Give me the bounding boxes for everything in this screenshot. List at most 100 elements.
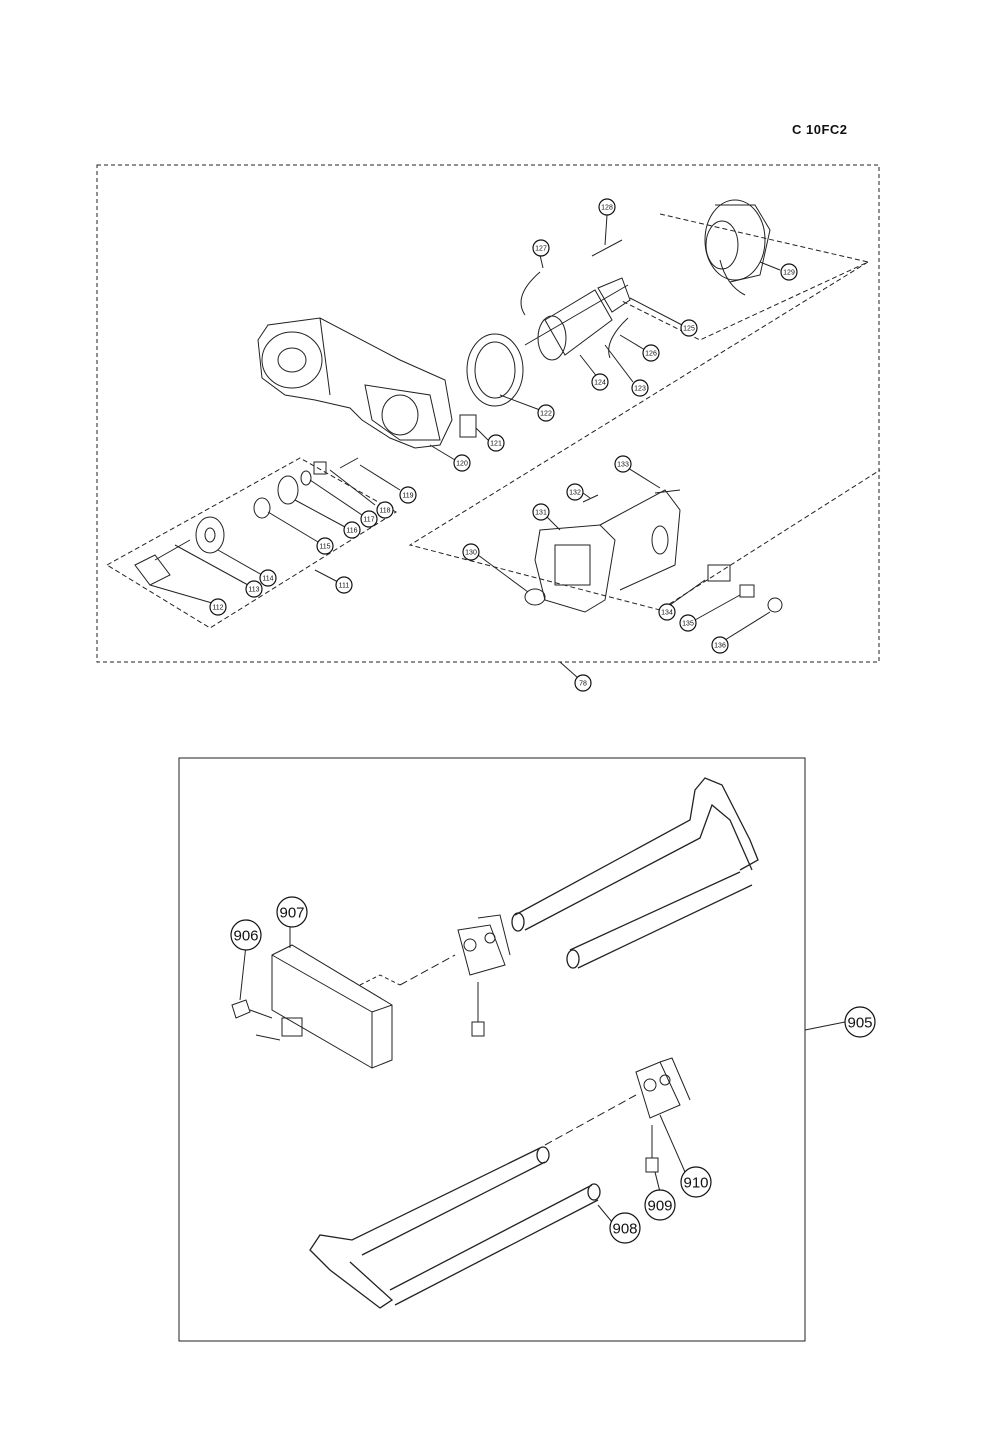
callout-label: 78 xyxy=(579,681,587,688)
armature xyxy=(524,277,631,361)
callout-label: 132 xyxy=(569,490,581,497)
stator xyxy=(704,199,771,296)
lower-bracket xyxy=(544,1057,691,1146)
callout-113: 113 xyxy=(245,580,263,598)
callout-label: 909 xyxy=(647,1197,672,1214)
armature-bracket xyxy=(619,213,870,341)
fence-block xyxy=(271,944,456,1069)
wing-bolt xyxy=(231,999,281,1041)
callout-131: 131 xyxy=(532,503,550,521)
callout-label: 111 xyxy=(339,583,350,590)
callout-124: 124 xyxy=(591,373,609,391)
callout-label: 907 xyxy=(279,904,304,921)
callout-123: 123 xyxy=(631,379,649,397)
callout-78: 78 xyxy=(574,674,592,692)
callout-908: 908 xyxy=(609,1212,641,1244)
callout-label: 118 xyxy=(379,508,390,515)
callout-label: 115 xyxy=(319,544,330,551)
callout-label: 129 xyxy=(783,270,795,277)
callout-label: 133 xyxy=(617,462,629,469)
callout-111: 111 xyxy=(335,576,353,594)
brush-plug xyxy=(767,597,783,613)
callout-label: 123 xyxy=(634,386,646,393)
housing-bracket xyxy=(408,261,881,611)
callout-label: 117 xyxy=(363,517,374,524)
callout-112: 112 xyxy=(209,598,227,616)
callout-label: 120 xyxy=(456,461,468,468)
callout-116: 116 xyxy=(343,521,361,539)
callout-label: 136 xyxy=(714,643,726,650)
callout-134: 134 xyxy=(658,603,676,621)
brush-block xyxy=(459,414,477,438)
callout-905: 905 xyxy=(844,1006,876,1038)
lower-leaders xyxy=(239,925,846,1223)
bracket-bolt xyxy=(471,982,485,1037)
callout-133: 133 xyxy=(614,455,632,473)
callout-label: 116 xyxy=(346,528,357,535)
upper-leaders xyxy=(149,214,781,679)
callout-label: 910 xyxy=(683,1174,708,1191)
callout-119: 119 xyxy=(399,486,417,504)
callout-126: 126 xyxy=(642,344,660,362)
upper-guide-bar xyxy=(511,777,759,969)
callout-label: 908 xyxy=(612,1220,637,1237)
callout-label: 112 xyxy=(212,605,223,612)
callout-label: 130 xyxy=(465,550,477,557)
callout-118: 118 xyxy=(376,501,394,519)
callout-130: 130 xyxy=(462,543,480,561)
callout-label: 128 xyxy=(601,205,613,212)
screw-132 xyxy=(582,494,599,503)
callout-135: 135 xyxy=(679,614,697,632)
callout-label: 121 xyxy=(490,441,502,448)
callout-label: 114 xyxy=(262,576,273,583)
callout-121: 121 xyxy=(487,434,505,452)
callout-label: 125 xyxy=(683,326,695,333)
callout-label: 127 xyxy=(535,246,547,253)
callout-910: 910 xyxy=(680,1166,712,1198)
gear-housing xyxy=(257,317,453,449)
callout-128: 128 xyxy=(598,198,616,216)
wire-126 xyxy=(608,317,629,359)
screw-133 xyxy=(654,489,681,494)
callout-label: 122 xyxy=(540,411,552,418)
callout-label: 126 xyxy=(645,351,657,358)
callout-label: 124 xyxy=(594,380,606,387)
motor-housing xyxy=(534,489,681,613)
callout-label: 131 xyxy=(535,510,547,517)
callout-label: 113 xyxy=(248,587,259,594)
callout-129: 129 xyxy=(780,263,798,281)
callout-120: 120 xyxy=(453,454,471,472)
brush-holder xyxy=(707,564,731,582)
baffle-ring xyxy=(466,333,524,407)
upper-frame xyxy=(96,164,880,663)
callout-114: 114 xyxy=(259,569,277,587)
gear-train xyxy=(134,457,359,586)
callout-909: 909 xyxy=(644,1189,676,1221)
callout-label: 905 xyxy=(847,1014,872,1031)
model-code: C 10FC2 xyxy=(792,122,848,137)
lower-bolt xyxy=(645,1125,659,1173)
callout-label: 119 xyxy=(402,493,413,500)
callout-125: 125 xyxy=(680,319,698,337)
callout-132: 132 xyxy=(566,483,584,501)
brush-cap xyxy=(739,584,755,598)
callout-label: 134 xyxy=(661,610,673,617)
callout-label: 906 xyxy=(233,927,258,944)
callout-907: 907 xyxy=(276,896,308,928)
gear-bracket xyxy=(106,457,397,629)
wire-127 xyxy=(520,271,541,316)
callout-127: 127 xyxy=(532,239,550,257)
lower-frame xyxy=(178,757,806,1342)
bearing-130 xyxy=(524,588,546,606)
callout-label: 135 xyxy=(682,621,694,628)
callout-136: 136 xyxy=(711,636,729,654)
callout-122: 122 xyxy=(537,404,555,422)
through-bolt xyxy=(591,239,623,257)
lower-guide-bar xyxy=(309,1146,601,1309)
callout-117: 117 xyxy=(360,510,378,528)
upper-bracket xyxy=(457,914,511,976)
callout-115: 115 xyxy=(316,537,334,555)
callout-906: 906 xyxy=(230,919,262,951)
